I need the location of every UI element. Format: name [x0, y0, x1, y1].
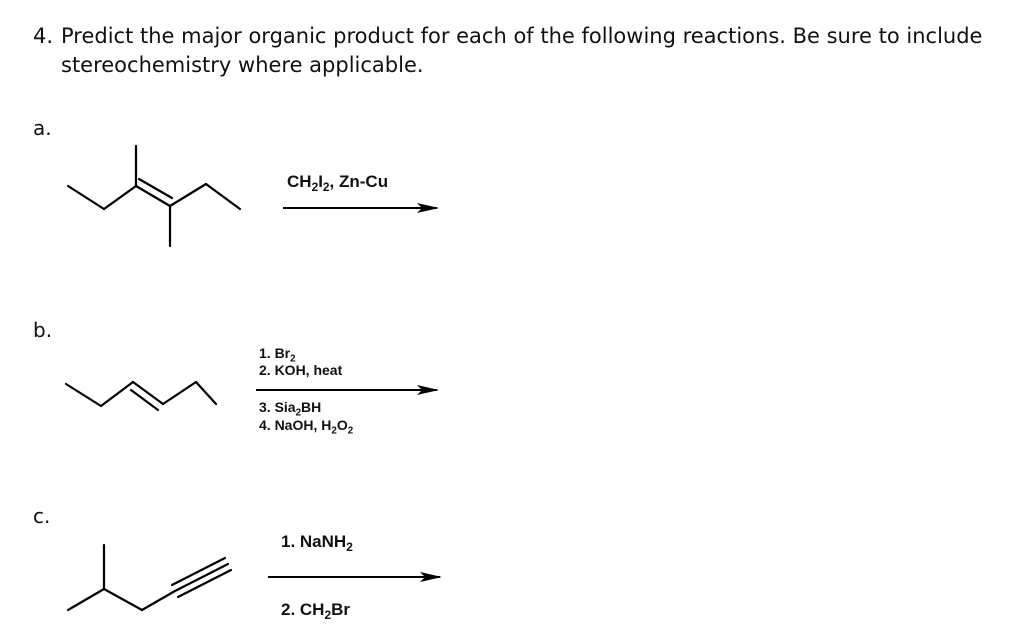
triple-bond-outer: [176, 568, 233, 599]
question-line-1: 4. Predict the major organic product for …: [33, 22, 1013, 51]
bond: [168, 182, 208, 208]
bond: [64, 382, 103, 408]
double-bond-inner: [129, 388, 160, 412]
triple-bond-outer: [170, 556, 227, 587]
double-bond: [131, 380, 165, 406]
bond: [161, 380, 198, 406]
part-c-label: c.: [33, 504, 51, 528]
bond: [102, 587, 144, 612]
part-b-label: b.: [33, 318, 53, 342]
reagent-c-step1: 1. NaNH2: [281, 532, 353, 555]
bond: [66, 184, 106, 211]
bond: [140, 589, 177, 612]
reagent-a: CH2I2, Zn-Cu: [287, 172, 389, 195]
bond: [99, 380, 135, 408]
bond: [102, 184, 138, 211]
bond: [66, 587, 106, 612]
reagent-c-step2: 2. CH2Br: [281, 600, 350, 623]
double-bond: [134, 184, 172, 208]
double-bond-inner: [137, 177, 174, 200]
molecule-a: [66, 144, 242, 248]
part-a-label: a.: [33, 116, 52, 140]
reagent-b-step3: 3. Sia2BH: [259, 399, 322, 419]
bond: [204, 182, 242, 211]
question-number: 4.: [33, 24, 54, 48]
bond: [194, 380, 218, 406]
reagent-b-step2: 2. KOH, heat: [259, 362, 343, 378]
triple-bond: [173, 562, 230, 593]
question-prompt: 4. Predict the major organic product for …: [33, 22, 1013, 80]
question-line-2: stereochemistry where applicable.: [61, 53, 424, 77]
reagent-b-step1: 1. Br2: [259, 345, 296, 365]
molecule-c: [66, 543, 233, 612]
reagent-b-step4: 4. NaOH, H2O2: [259, 417, 354, 437]
question-text-1: Predict the major organic product for ea…: [61, 24, 983, 48]
molecule-b: [64, 380, 218, 412]
